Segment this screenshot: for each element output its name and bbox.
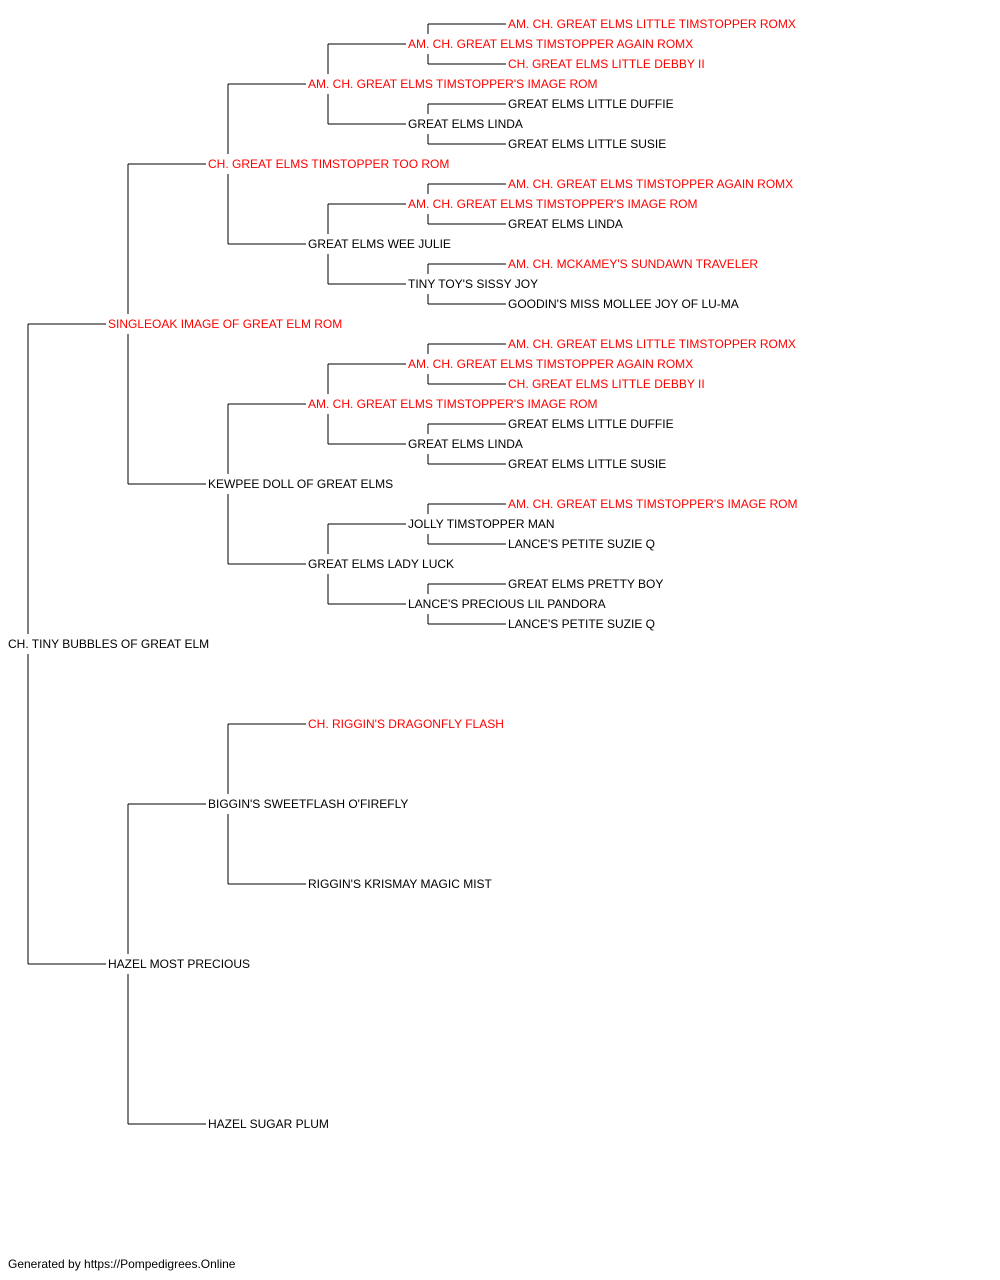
pedigree-entry: CH. GREAT ELMS LITTLE DEBBY II <box>508 377 705 391</box>
pedigree-entry: CH. TINY BUBBLES OF GREAT ELM <box>8 637 209 651</box>
pedigree-entry: LANCE'S PETITE SUZIE Q <box>508 537 655 551</box>
pedigree-entry: GREAT ELMS LINDA <box>508 217 623 231</box>
pedigree-entry: GOODIN'S MISS MOLLEE JOY OF LU-MA <box>508 297 739 311</box>
pedigree-entry: GREAT ELMS PRETTY BOY <box>508 577 663 591</box>
pedigree-entry: AM. CH. MCKAMEY'S SUNDAWN TRAVELER <box>508 257 758 271</box>
pedigree-entry: AM. CH. GREAT ELMS TIMSTOPPER'S IMAGE RO… <box>308 77 597 91</box>
pedigree-entry: RIGGIN'S KRISMAY MAGIC MIST <box>308 877 493 891</box>
pedigree-entry: GREAT ELMS LINDA <box>408 437 523 451</box>
pedigree-entry: CH. GREAT ELMS LITTLE DEBBY II <box>508 57 705 71</box>
pedigree-entry: AM. CH. GREAT ELMS LITTLE TIMSTOPPER ROM… <box>508 337 796 351</box>
pedigree-entry: HAZEL SUGAR PLUM <box>208 1117 329 1131</box>
pedigree-entry: AM. CH. GREAT ELMS TIMSTOPPER AGAIN ROMX <box>408 37 693 51</box>
pedigree-entry: BIGGIN'S SWEETFLASH O'FIREFLY <box>208 797 408 811</box>
pedigree-entry: SINGLEOAK IMAGE OF GREAT ELM ROM <box>108 317 342 331</box>
pedigree-entry: CH. RIGGIN'S DRAGONFLY FLASH <box>308 717 504 731</box>
pedigree-entry: CH. GREAT ELMS TIMSTOPPER TOO ROM <box>208 157 449 171</box>
pedigree-entry: GREAT ELMS LITTLE DUFFIE <box>508 417 674 431</box>
pedigree-entry: LANCE'S PETITE SUZIE Q <box>508 617 655 631</box>
pedigree-entry: GREAT ELMS LADY LUCK <box>308 557 454 571</box>
pedigree-entry: AM. CH. GREAT ELMS TIMSTOPPER'S IMAGE RO… <box>508 497 797 511</box>
pedigree-entry: AM. CH. GREAT ELMS TIMSTOPPER'S IMAGE RO… <box>408 197 697 211</box>
pedigree-entry: LANCE'S PRECIOUS LIL PANDORA <box>408 597 606 611</box>
pedigree-entry: GREAT ELMS WEE JULIE <box>308 237 451 251</box>
pedigree-entry: AM. CH. GREAT ELMS TIMSTOPPER'S IMAGE RO… <box>308 397 597 411</box>
pedigree-entry: AM. CH. GREAT ELMS LITTLE TIMSTOPPER ROM… <box>508 17 796 31</box>
pedigree-entry: AM. CH. GREAT ELMS TIMSTOPPER AGAIN ROMX <box>408 357 693 371</box>
footer-credit: Generated by https://Pompedigrees.Online <box>8 1257 236 1271</box>
pedigree-entry: TINY TOY'S SISSY JOY <box>408 277 538 291</box>
pedigree-entry: AM. CH. GREAT ELMS TIMSTOPPER AGAIN ROMX <box>508 177 793 191</box>
pedigree-entry: GREAT ELMS LITTLE DUFFIE <box>508 97 674 111</box>
pedigree-entry: GREAT ELMS LITTLE SUSIE <box>508 137 666 151</box>
pedigree-entry: JOLLY TIMSTOPPER MAN <box>408 517 554 531</box>
pedigree-entry: HAZEL MOST PRECIOUS <box>108 957 250 971</box>
pedigree-entry: GREAT ELMS LITTLE SUSIE <box>508 457 666 471</box>
pedigree-entry: GREAT ELMS LINDA <box>408 117 523 131</box>
pedigree-entry: KEWPEE DOLL OF GREAT ELMS <box>208 477 393 491</box>
